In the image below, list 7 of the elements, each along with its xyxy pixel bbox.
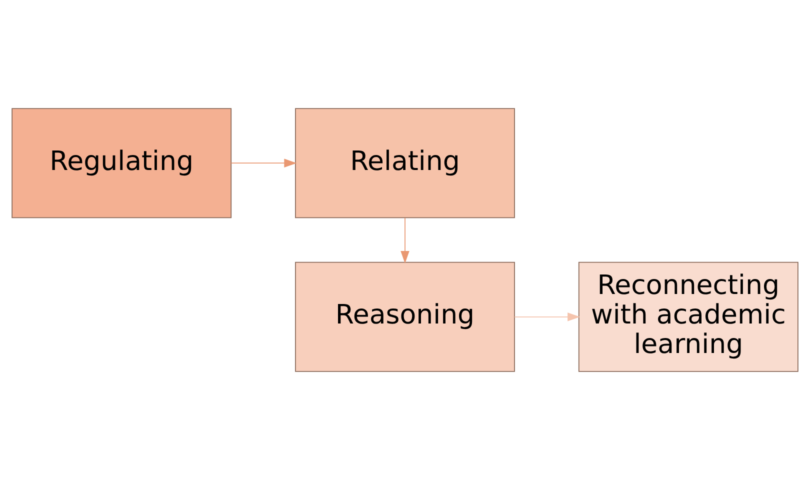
node-box: Reasoning (295, 261, 515, 372)
arrow (514, 312, 580, 321)
node-box: Regulating (12, 108, 232, 218)
arrow (400, 217, 410, 263)
arrow (230, 158, 297, 167)
node-box: Relating (295, 108, 515, 218)
node-box: Reconnecting with academic learning (578, 261, 798, 372)
